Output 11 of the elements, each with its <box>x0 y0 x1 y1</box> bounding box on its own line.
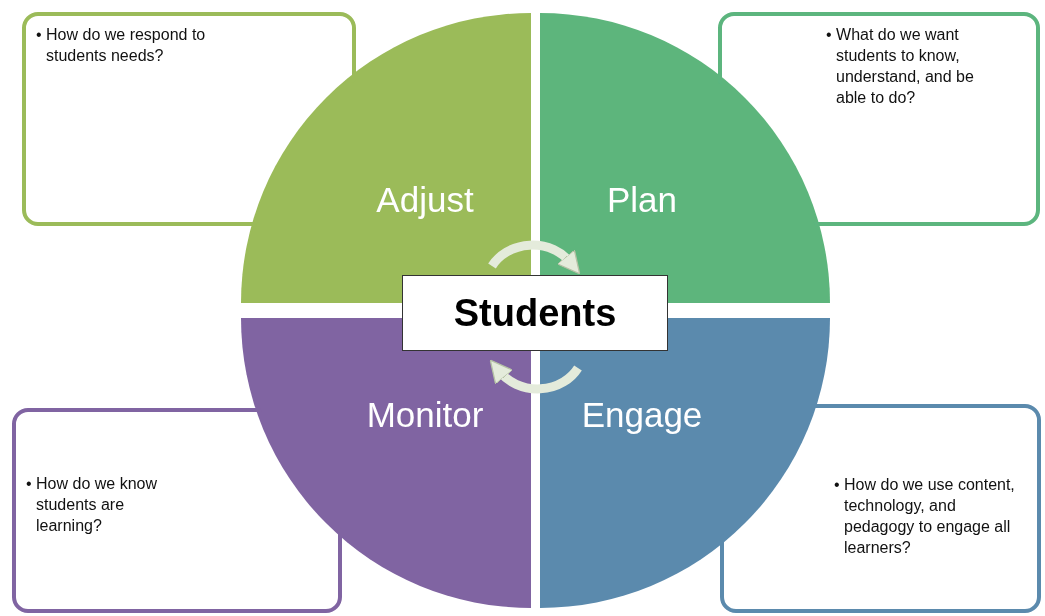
center-box <box>402 275 668 351</box>
segment-label: Plan <box>606 180 678 220</box>
curved-arrow <box>488 360 582 394</box>
question-text: • How do we use content, technology, and pedagogy to engage all learners? <box>834 475 1016 558</box>
question-text: • How do we know students are learning? <box>26 474 158 536</box>
question-text: • What do we want students to know, understand, and be able to do? <box>826 25 975 108</box>
segment-label: Monitor <box>366 395 484 435</box>
center-title: Students <box>453 291 617 335</box>
segment-label: Adjust <box>376 180 474 220</box>
segment-label: Engage <box>581 395 703 435</box>
question-text: • How do we respond to students needs? <box>36 25 207 66</box>
